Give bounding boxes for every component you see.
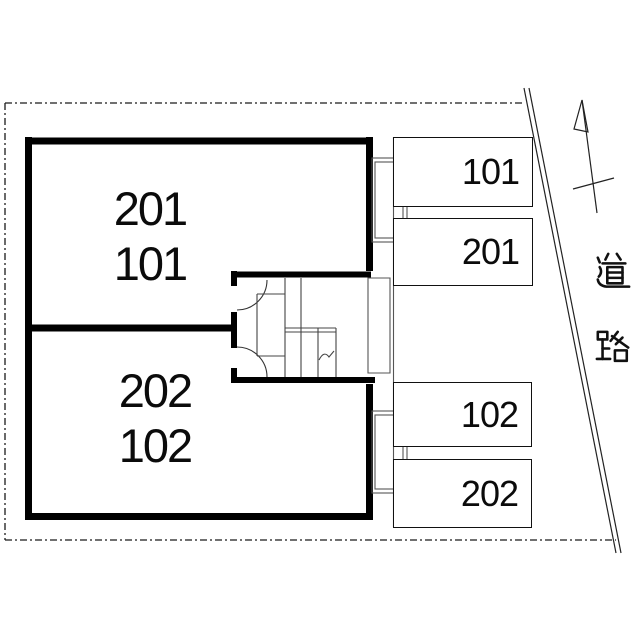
parking-stall-201: 201 (393, 218, 533, 286)
parking-stall-label: 202 (460, 472, 519, 514)
stairwell-walls (231, 271, 375, 383)
room-label-upper: 201 101 (60, 181, 240, 291)
room-unit-number: 101 (113, 237, 188, 290)
road-label (594, 251, 632, 367)
room-unit-number: 202 (118, 364, 193, 417)
room-label-lower: 202 102 (65, 363, 245, 473)
parking-stall-label: 201 (461, 231, 520, 272)
stair-break-mark (318, 350, 335, 361)
parking-stall-101: 101 (393, 137, 533, 207)
porch-lower (371, 410, 408, 494)
road-kanji-michi (596, 252, 631, 288)
parking-stall-202: 202 (393, 459, 532, 528)
parking-stall-label: 102 (460, 393, 519, 435)
building-walls (25, 137, 373, 520)
property-boundary-dashed-line (4, 102, 616, 541)
parking-stall-102: 102 (393, 382, 532, 447)
parking-stall-label: 101 (461, 151, 520, 192)
room-unit-number: 102 (118, 419, 193, 472)
north-arrow-icon (572, 99, 615, 214)
room-unit-number: 201 (113, 182, 188, 235)
road-kanji-ro (595, 330, 630, 363)
stair-treads (256, 278, 337, 377)
road-edge-lines (523, 87, 622, 554)
